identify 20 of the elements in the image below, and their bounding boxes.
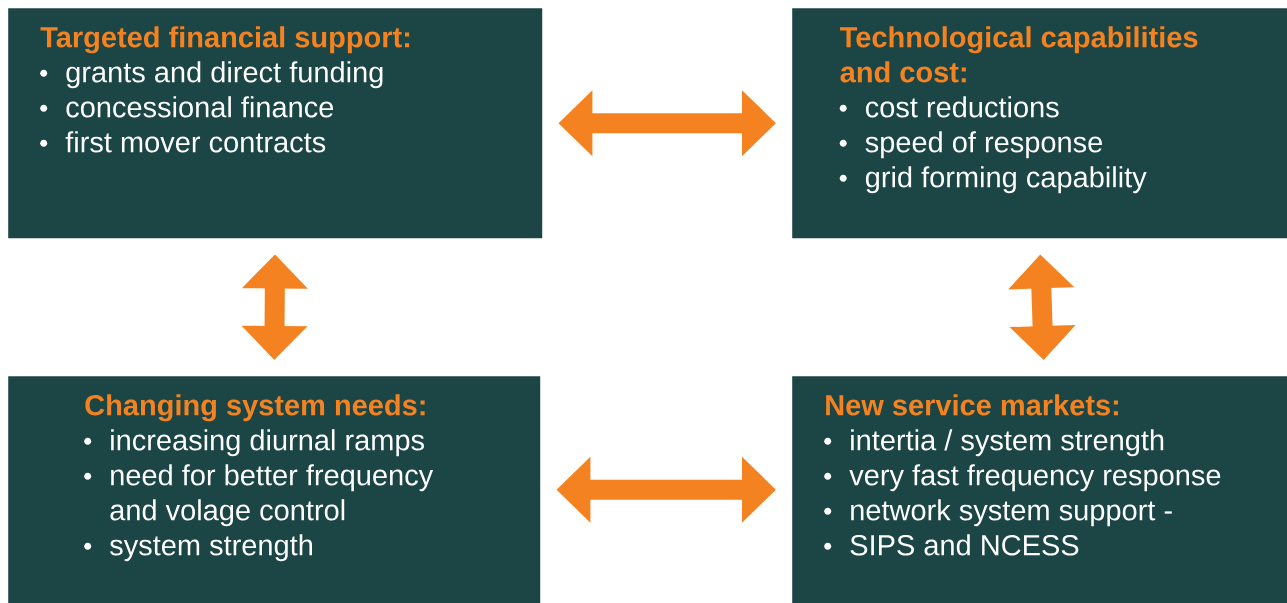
bullet-item: SIPS and NCESS	[850, 534, 1079, 556]
text-box	[792, 8, 1287, 239]
bullet-item: grants and direct funding	[66, 61, 383, 89]
text-box	[792, 376, 1287, 603]
text-box	[8, 8, 543, 239]
heading: Targeted financial support:	[40, 26, 410, 54]
bullet-item: grid forming capability	[865, 166, 1147, 194]
bullet-item: very fast frequency response	[849, 464, 1221, 492]
bullet-item: cost reductions	[865, 96, 1059, 118]
bullet-item: network system support -	[851, 499, 1172, 527]
text-box	[8, 376, 541, 603]
bullet-item: first mover contracts	[65, 131, 326, 153]
heading: New service markets:	[826, 394, 1118, 416]
heading: Changing system needs:	[85, 394, 425, 422]
bullet-item: concessional finance	[66, 96, 334, 118]
bullet-item: increasing diurnal ramps	[111, 429, 424, 457]
bullet-item: intertia / system strength	[851, 429, 1164, 457]
heading: Technological capabilities and cost:	[840, 26, 1198, 83]
bullet-item: speed of response	[865, 131, 1102, 159]
bullet-item: system strength	[110, 534, 312, 562]
